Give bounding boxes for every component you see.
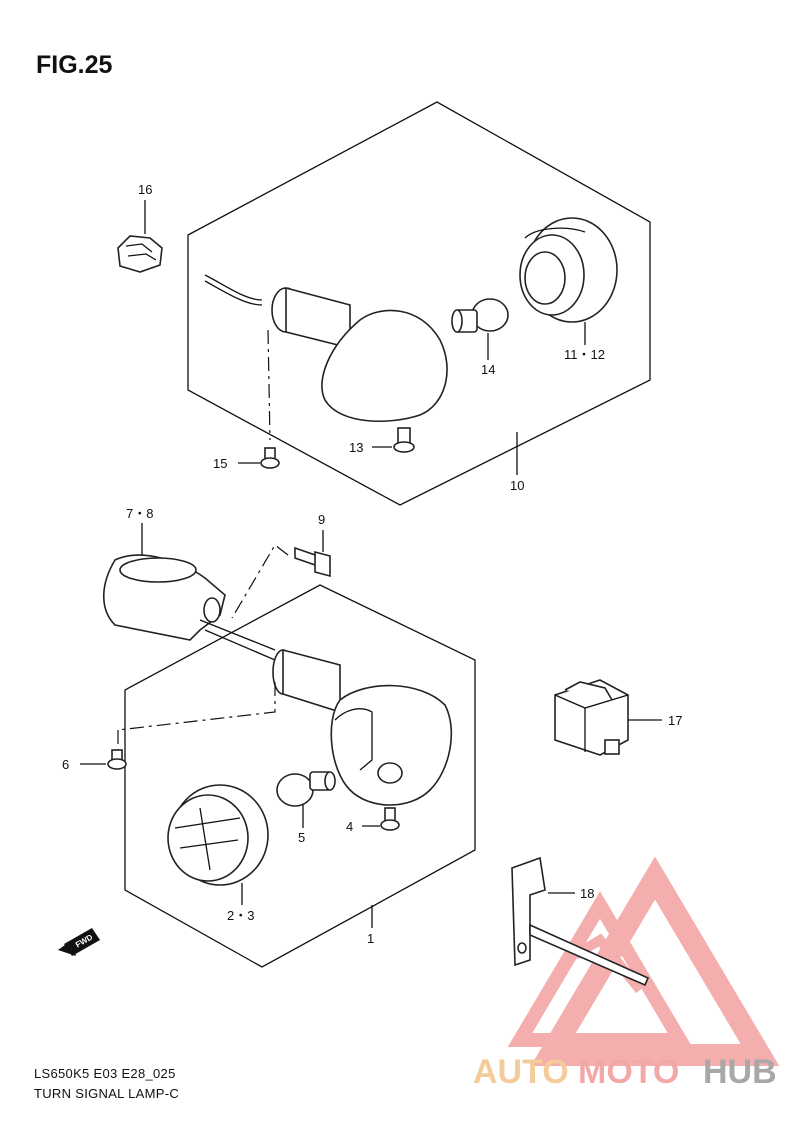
callout-9: 9	[318, 512, 325, 527]
figure-title: FIG.25	[36, 51, 113, 79]
part-7-8-bracket	[103, 554, 276, 661]
callout-16: 16	[138, 182, 152, 197]
fwd-arrow-icon: FWD	[58, 928, 100, 956]
callout-11-12: 11・12	[564, 347, 605, 362]
dash-line-9	[231, 544, 289, 619]
callout-6: 6	[62, 757, 69, 772]
callout-4: 4	[346, 819, 353, 834]
part-2-3-lens	[167, 784, 269, 886]
part-16-clip	[117, 235, 163, 273]
part-4-screw	[380, 807, 400, 831]
callout-18: 18	[580, 886, 594, 901]
part-1-lamp-housing	[272, 648, 453, 806]
watermark-text-auto: AUTO	[473, 1053, 569, 1091]
callout-17: 17	[668, 713, 682, 728]
part-9-bolt	[294, 546, 331, 578]
part-10-lamp-housing	[204, 274, 448, 423]
watermark-text-hub: HUB	[703, 1053, 777, 1091]
callout-13: 13	[349, 440, 363, 455]
part-15-screw	[260, 447, 280, 469]
part-11-12-lens	[519, 217, 618, 323]
footer-caption: TURN SIGNAL LAMP-C	[34, 1086, 179, 1101]
dash-line-6	[117, 682, 276, 731]
part-6-screw	[107, 749, 127, 770]
callout-10: 10	[510, 478, 524, 493]
assembly-frame-1	[124, 584, 476, 968]
part-14-bulb	[451, 298, 509, 333]
callout-5: 5	[298, 830, 305, 845]
callout-2-3: 2・3	[227, 908, 254, 923]
assembly-frame-10	[187, 101, 651, 506]
watermark-text-moto: MOTO	[578, 1053, 679, 1091]
callout-14: 14	[481, 362, 495, 377]
part-13-screw	[393, 427, 415, 453]
callout-15: 15	[213, 456, 227, 471]
footer-code: LS650K5 E03 E28_025	[34, 1066, 176, 1081]
dash-line-15	[267, 329, 271, 441]
part-5-bulb	[276, 771, 336, 807]
callout-1: 1	[367, 931, 374, 946]
part-18-bracket	[511, 856, 650, 987]
callout-7-8: 7・8	[126, 506, 153, 521]
part-17-relay	[554, 679, 629, 756]
